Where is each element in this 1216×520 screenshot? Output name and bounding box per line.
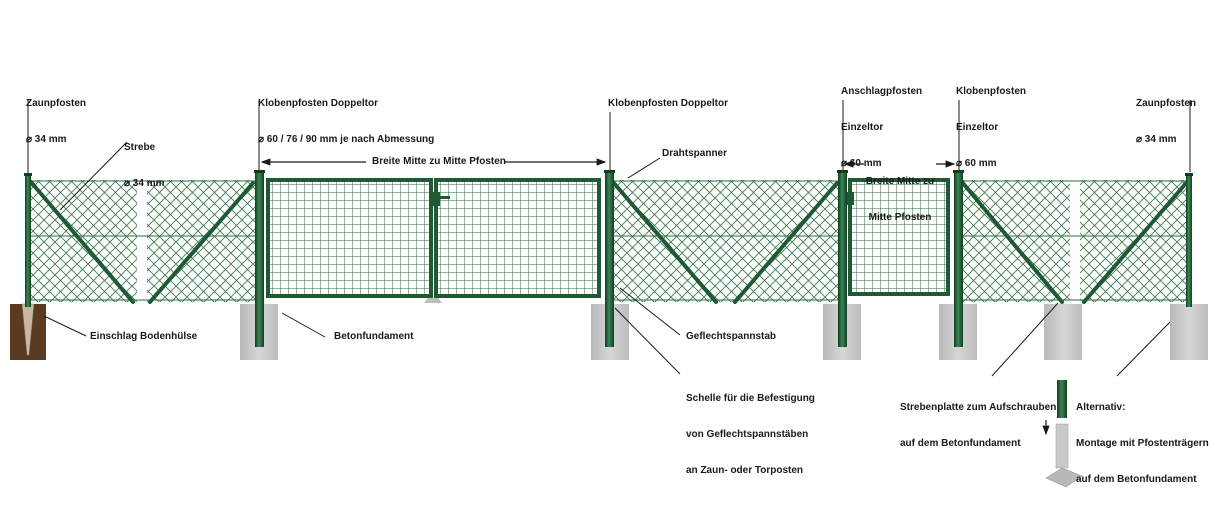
label-dimension: ⌀ 34 mm (1136, 134, 1177, 145)
label-title: Klobenpfosten (956, 86, 1026, 97)
gate-post-doubletor-right (605, 172, 614, 347)
gate-lock (430, 192, 440, 206)
label-dimension: ⌀ 34 mm (26, 134, 67, 145)
fence-post-right (1186, 175, 1192, 307)
label-zaunpfosten-left: Zaunpfosten ⌀ 34 mm (26, 74, 86, 158)
gate-handle (440, 196, 450, 199)
label-klobenpfosten-einzeltor: Klobenpfosten Einzeltor ⌀ 60 mm (956, 62, 1026, 182)
post-stub (1057, 380, 1067, 418)
strut (29, 180, 135, 304)
label-line: auf dem Betonfundament (900, 438, 1021, 449)
fence-post-left (25, 175, 31, 307)
gate-leaf-right (434, 178, 601, 298)
gate-stopper (424, 298, 442, 303)
single-gate (845, 178, 950, 296)
label-anschlagpfosten: Anschlagpfosten Einzeltor ⌀ 60 mm (841, 62, 922, 182)
label-alternativ: Alternativ: Montage mit Pfostenträgern a… (1076, 378, 1209, 498)
gate-leaf-left (266, 178, 433, 298)
support-base-plate (1045, 467, 1083, 488)
label-breite-doppeltor: Breite Mitte zu Mitte Pfosten (372, 156, 506, 167)
hinge-post-single-gate (954, 172, 963, 347)
concrete-foundation-5 (1044, 304, 1082, 360)
strut (611, 180, 718, 304)
label-dimension: ⌀ 60 mm (841, 158, 882, 169)
label-line: Mitte Pfosten (868, 212, 932, 223)
label-schelle: Schelle für die Befestigung von Geflecht… (686, 369, 815, 489)
label-breite-einzeltor: Breite Mitte zu Mitte Pfosten (864, 152, 936, 236)
label-title: Strebe (124, 142, 156, 153)
label-subtitle: Einzeltor (956, 122, 999, 133)
label-dimension: ⌀ 60 / 76 / 90 mm je nach Abmessung (258, 134, 435, 145)
label-strebenplatte: Strebenplatte zum Aufschrauben auf dem B… (900, 378, 1056, 462)
label-line: von Geflechtspannstäben (686, 429, 809, 440)
label-zaunpfosten-right: Zaunpfosten ⌀ 34 mm (1136, 74, 1196, 158)
strut (148, 181, 255, 304)
gate-leaf-single (848, 178, 950, 296)
label-line: Breite Mitte zu (865, 176, 935, 187)
strut (960, 180, 1064, 304)
mesh-panel (613, 180, 839, 302)
strut (1082, 180, 1189, 304)
post-support-bracket (1042, 380, 1083, 488)
gate-post-doubletor-left (255, 172, 264, 347)
label-line: an Zaun- oder Torposten (686, 465, 804, 476)
leader-lines (27, 100, 1191, 377)
stop-post-single-gate (838, 172, 847, 347)
label-title: Zaunpfosten (1136, 98, 1196, 109)
dimension-arrows (260, 158, 956, 168)
label-title: Zaunpfosten (26, 98, 86, 109)
gate-lock (845, 192, 854, 205)
label-subtitle: Einzeltor (841, 122, 884, 133)
label-title: Klobenpfosten Doppeltor (258, 98, 378, 109)
label-betonfundament: Betonfundament (334, 331, 414, 342)
label-title: Klobenpfosten Doppeltor (608, 98, 728, 109)
label-line: Alternativ: (1076, 402, 1126, 413)
label-line: auf dem Betonfundament (1076, 474, 1197, 485)
posts (24, 170, 1193, 347)
label-title: Anschlagpfosten (841, 86, 923, 97)
label-klobenpfosten-doppeltor: Klobenpfosten Doppeltor ⌀ 60 / 76 / 90 m… (258, 74, 434, 158)
tension-wires (29, 180, 1188, 301)
mesh-panel (962, 180, 1070, 302)
label-einschlag-bodenhuelse: Einschlag Bodenhülse (90, 331, 198, 342)
label-line: Schelle für die Befestigung (686, 393, 815, 404)
concrete-foundation-6 (1170, 304, 1208, 360)
label-klobenpfosten-doppeltor-right: Klobenpfosten Doppeltor (608, 74, 728, 122)
label-drahtspanner: Drahtspanner (662, 148, 728, 159)
strut (733, 181, 839, 304)
label-geflechtspannstab: Geflechtspannstab (686, 331, 777, 342)
braces (29, 180, 1189, 304)
label-line: Montage mit Pfostenträgern (1076, 438, 1209, 449)
double-gate (266, 178, 601, 303)
label-dimension: ⌀ 34 mm (124, 178, 165, 189)
label-line: Strebenplatte zum Aufschrauben (900, 402, 1057, 413)
support-sleeve (1055, 423, 1069, 469)
label-strebe: Strebe ⌀ 34 mm (124, 118, 164, 202)
label-dimension: ⌀ 60 mm (956, 158, 997, 169)
